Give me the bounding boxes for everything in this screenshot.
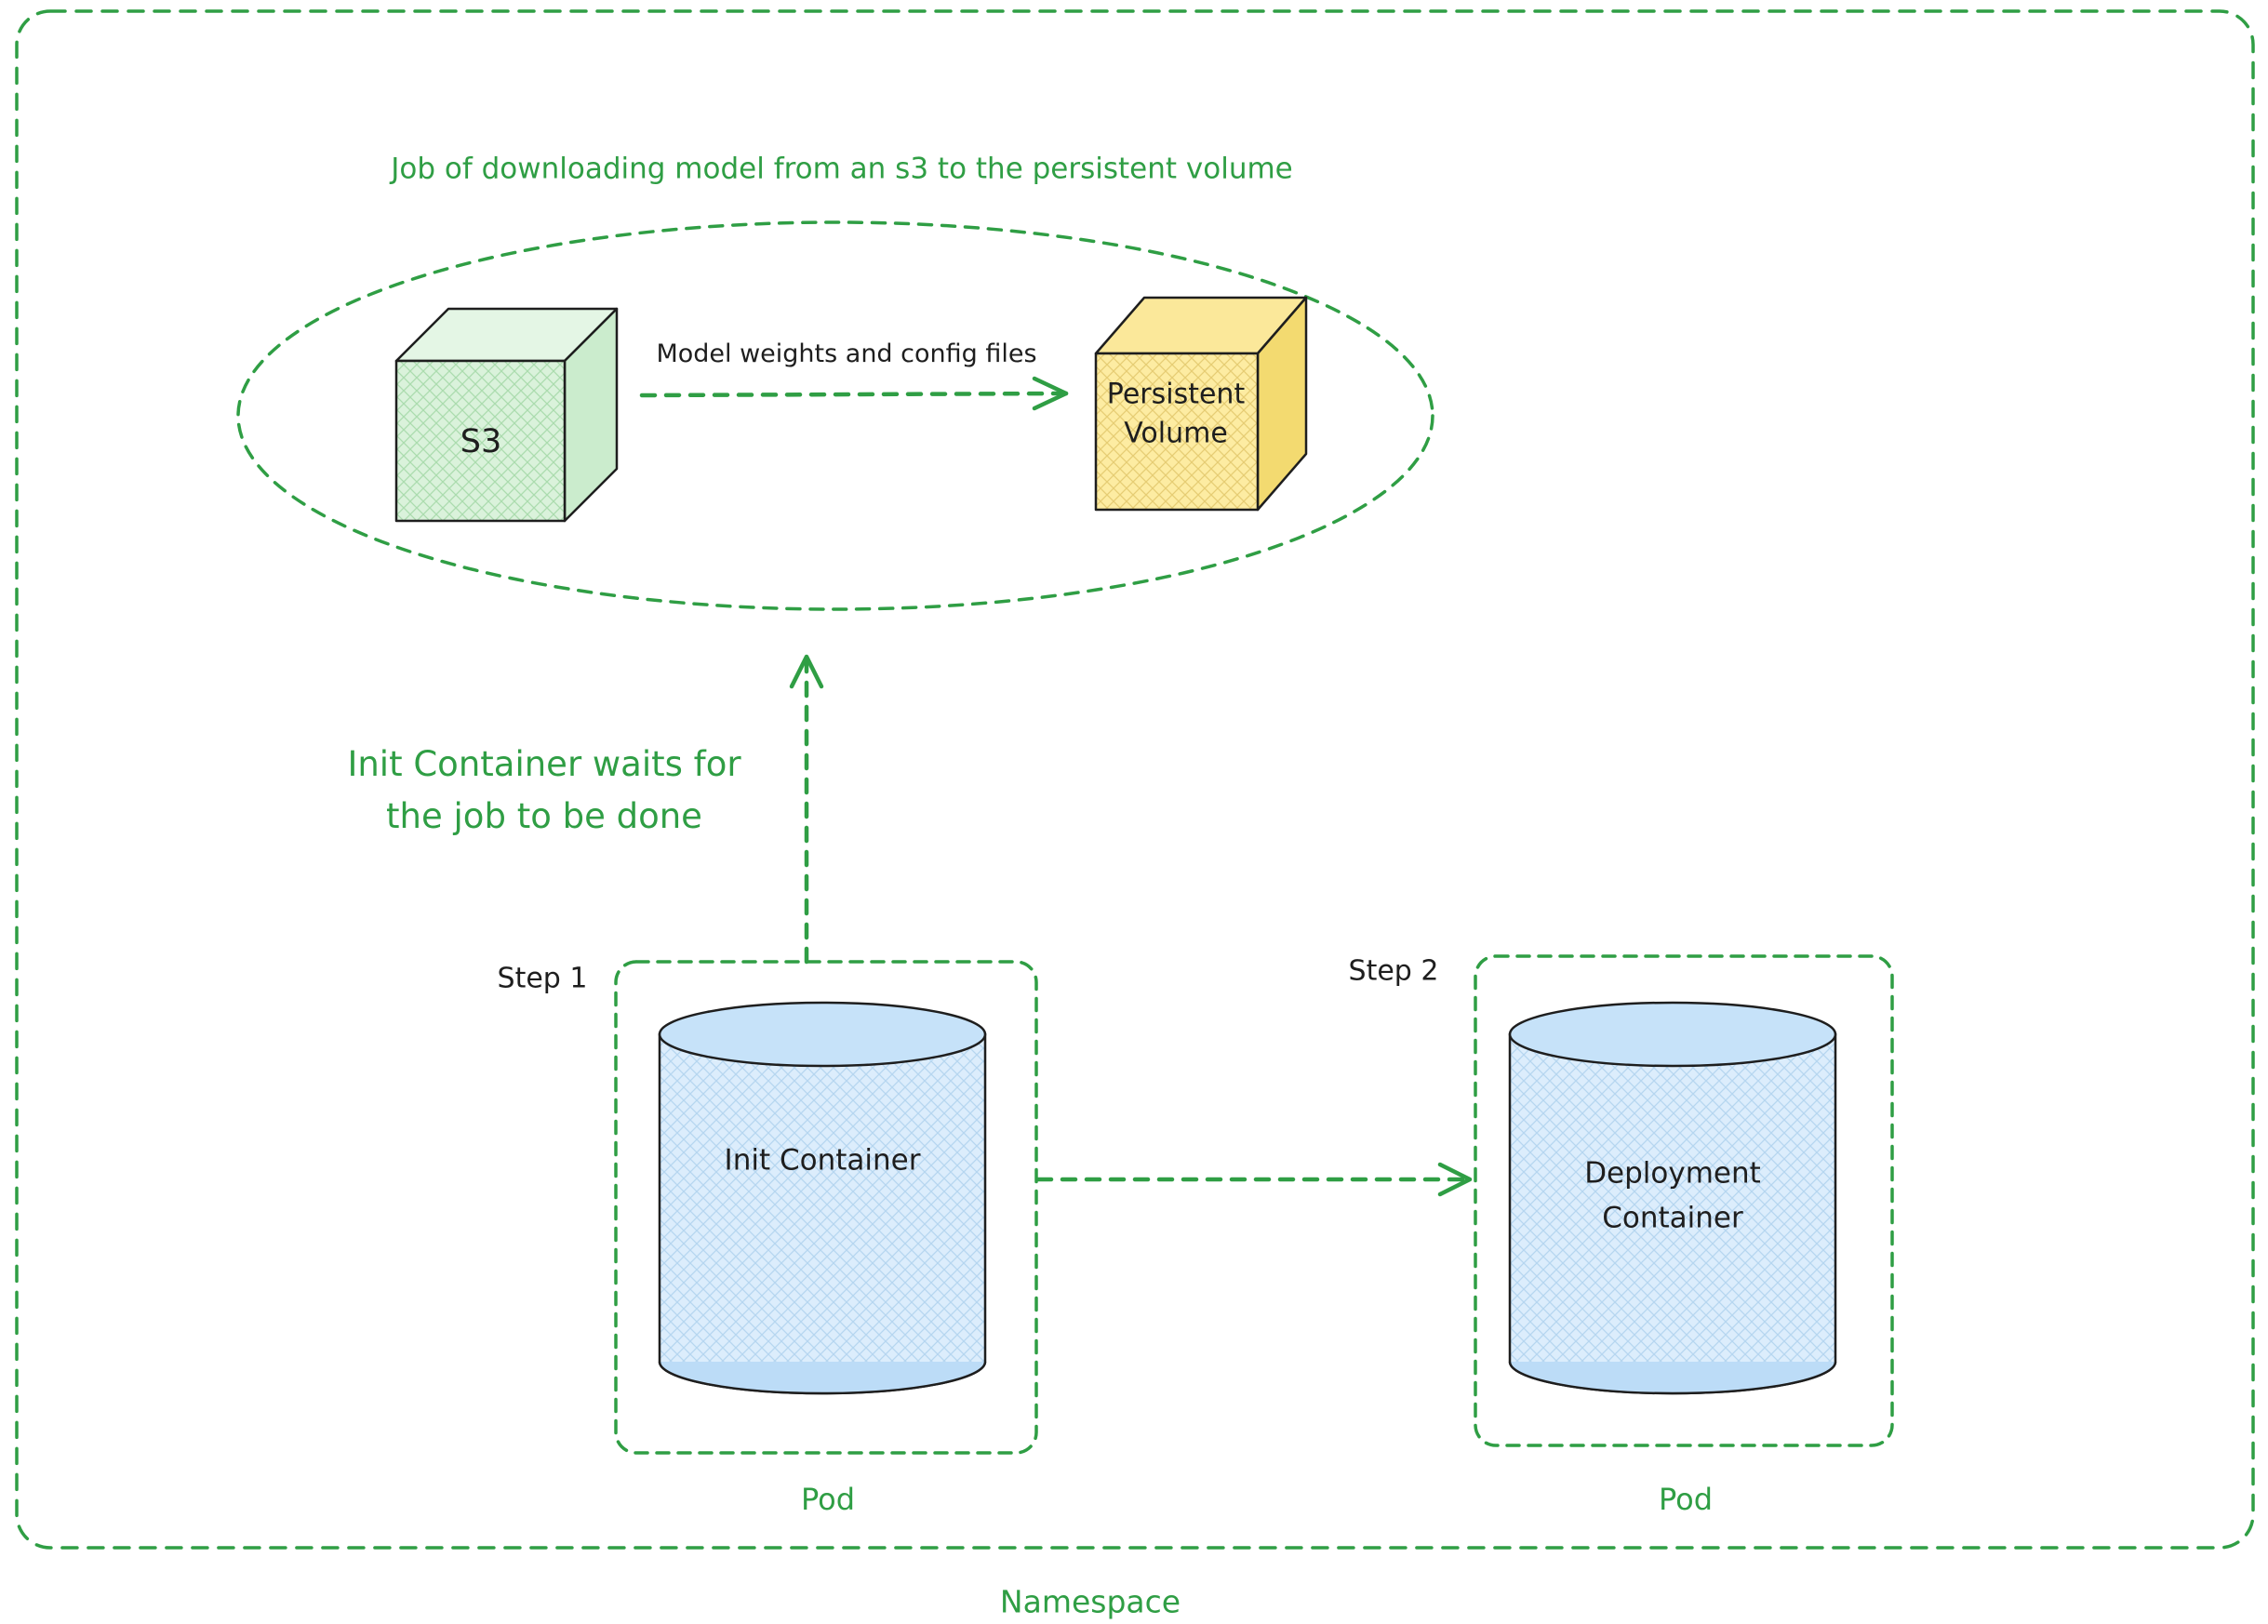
transfer-arrow-label: Model weights and config files xyxy=(656,339,1037,369)
wait-note-line2: the job to be done xyxy=(386,795,702,836)
pod-box-1 xyxy=(614,960,1038,1455)
step1-label: Step 1 xyxy=(497,962,588,995)
init-container-label: Init Container xyxy=(724,1143,921,1178)
persistent-volume-cube xyxy=(1094,296,1308,512)
deployment-container-label-line2: Container xyxy=(1602,1201,1743,1235)
persistent-volume-label-line2: Volume xyxy=(1124,417,1228,450)
pod1-label: Pod xyxy=(800,1482,856,1517)
job-title: Job of downloading model from an s3 to t… xyxy=(391,152,1293,186)
transfer-arrow xyxy=(639,376,1069,411)
namespace-border xyxy=(15,9,2255,1550)
namespace-label: Namespace xyxy=(999,1583,1181,1620)
step2-label: Step 2 xyxy=(1348,954,1439,988)
wait-note-line1: Init Container waits for xyxy=(347,743,741,784)
job-ellipse xyxy=(236,220,1434,611)
wait-arrow xyxy=(789,654,824,965)
persistent-volume-label-line1: Persistent xyxy=(1106,378,1246,411)
pod-arrow xyxy=(1035,1162,1473,1197)
init-container-cylinder xyxy=(658,1001,987,1395)
pod2-label: Pod xyxy=(1658,1482,1714,1517)
s3-label: S3 xyxy=(460,423,502,461)
pod-box-2 xyxy=(1474,954,1894,1447)
s3-cube xyxy=(394,307,619,523)
deployment-container-cylinder xyxy=(1508,1001,1837,1395)
deployment-container-label-line1: Deployment xyxy=(1584,1156,1761,1191)
